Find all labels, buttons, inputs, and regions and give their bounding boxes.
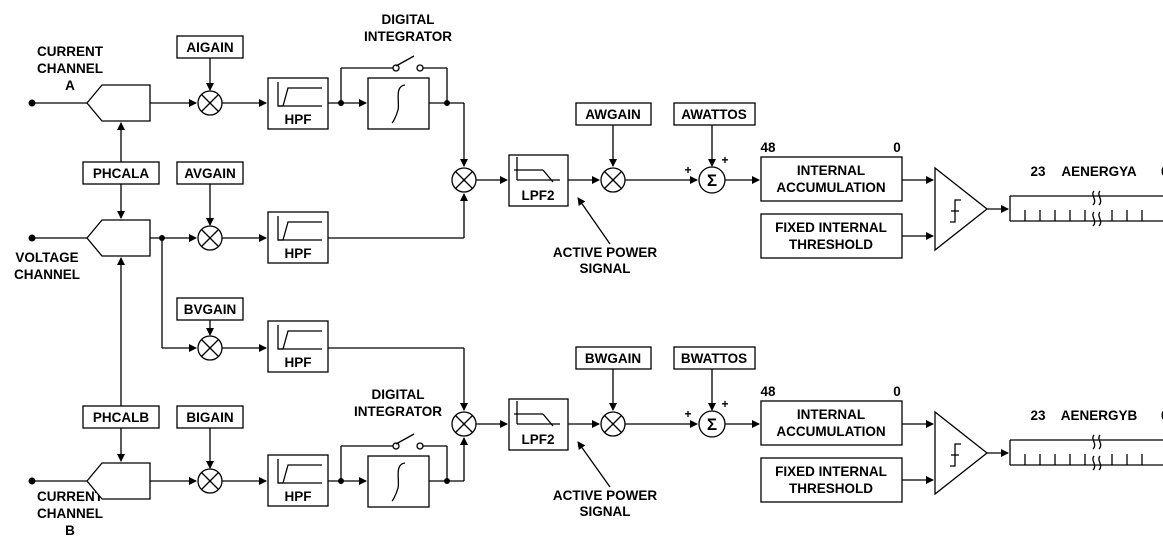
hpf-ib: HPF: [267, 454, 329, 507]
svg-text:LPF2: LPF2: [521, 432, 554, 447]
voltage-channel-label: VOLTAGE CHANNEL: [14, 250, 80, 282]
integrator-block-a: [367, 77, 430, 130]
wgain-multiplier-b: [600, 411, 626, 437]
active-power-signal-a-label: ACTIVE POWER SIGNAL: [553, 245, 658, 276]
svg-text:Σ: Σ: [707, 415, 717, 434]
svg-text:SIGNAL: SIGNAL: [579, 261, 630, 276]
bvgain-label: BVGAIN: [184, 302, 237, 317]
aenergyb-register: [1009, 434, 1163, 471]
bwattos-register: [673, 346, 756, 370]
wgain-multiplier-a: [600, 167, 626, 193]
multiplier-ib: [197, 468, 223, 494]
input-terminals: [28, 99, 87, 485]
accum-a-lsb: 0: [893, 140, 901, 155]
digital-integrator-b-label: DIGITAL INTEGRATOR: [354, 387, 442, 419]
svg-text:DIGITAL: DIGITAL: [382, 12, 435, 27]
multiplier-vb: [197, 335, 223, 361]
svg-text:FIXED INTERNAL: FIXED INTERNAL: [775, 464, 887, 479]
current-channel-a-label: CURRENT CHANNEL A: [37, 44, 104, 93]
accum-a-msb: 48: [760, 140, 776, 155]
integrator-switch-a: [395, 55, 415, 67]
awattos-label: AWATTOS: [681, 107, 747, 122]
summer-a: Σ: [698, 166, 726, 194]
svg-text:Σ: Σ: [707, 171, 717, 190]
energy-a-name: AENERGYA: [1061, 164, 1137, 179]
svg-text:CURRENT: CURRENT: [37, 44, 104, 59]
multiplier-ia: [197, 90, 223, 116]
svg-text:ACCUMULATION: ACCUMULATION: [776, 180, 885, 195]
integrator-switch-b: [395, 433, 415, 445]
adc-v-shape: [86, 219, 151, 257]
plus-sign-a1: +: [684, 163, 691, 177]
hpf-vb: HPF: [267, 320, 329, 373]
plus-sign-a2: +: [721, 153, 728, 167]
hpf-ia: HPF: [267, 77, 329, 130]
digital-integrator-a-label: DIGITAL INTEGRATOR: [364, 12, 452, 44]
svg-text:A: A: [65, 78, 75, 93]
summer-b: Σ: [698, 410, 726, 438]
bwattos-label: BWATTOS: [681, 351, 747, 366]
lpf2-b: LPF2: [508, 398, 569, 451]
bwgain-label: BWGAIN: [585, 351, 641, 366]
aigain-label: AIGAIN: [186, 40, 233, 55]
svg-text:HPF: HPF: [285, 355, 312, 370]
svg-text:ACCUMULATION: ACCUMULATION: [776, 424, 885, 439]
svg-text:INTEGRATOR: INTEGRATOR: [354, 404, 442, 419]
svg-text:CURRENT: CURRENT: [37, 489, 104, 504]
svg-text:INTEGRATOR: INTEGRATOR: [364, 29, 452, 44]
awattos-register: [673, 102, 756, 126]
svg-text:HPF: HPF: [285, 246, 312, 261]
energy-b-msb: 23: [1030, 408, 1046, 423]
fixed-threshold-b: FIXED INTERNAL THRESHOLD: [760, 457, 903, 503]
bigain-label: BIGAIN: [186, 410, 233, 425]
energy-a-lsb: 0: [1161, 164, 1163, 179]
plus-sign-b1: +: [684, 407, 691, 421]
svg-text:CHANNEL: CHANNEL: [14, 267, 80, 282]
integrator-block-b: [367, 455, 430, 508]
svg-text:HPF: HPF: [285, 489, 312, 504]
svg-text:LPF2: LPF2: [521, 188, 554, 203]
multiplier-va: [197, 225, 223, 251]
accum-b-lsb: 0: [893, 384, 901, 399]
avgain-label: AVGAIN: [184, 166, 236, 181]
comparator-b: [934, 410, 989, 496]
svg-text:ACTIVE POWER: ACTIVE POWER: [553, 245, 658, 260]
energy-b-name: AENERGYB: [1061, 408, 1138, 423]
svg-text:DIGITAL: DIGITAL: [372, 387, 425, 402]
current-channel-b-label: CURRENT CHANNEL B: [37, 489, 104, 538]
adc-a-shape: [86, 84, 151, 122]
fixed-threshold-a: FIXED INTERNAL THRESHOLD: [760, 213, 903, 259]
svg-text:INTERNAL: INTERNAL: [797, 407, 865, 422]
svg-text:FIXED INTERNAL: FIXED INTERNAL: [775, 220, 887, 235]
comparator-a: [934, 166, 989, 252]
power-multiplier-a: [451, 167, 477, 193]
energy-b-lsb: 0: [1161, 408, 1163, 423]
internal-accumulation-a: INTERNAL ACCUMULATION: [760, 156, 903, 202]
power-multiplier-b: [451, 411, 477, 437]
active-power-signal-b-label: ACTIVE POWER SIGNAL: [553, 488, 658, 519]
internal-accumulation-b: INTERNAL ACCUMULATION: [760, 400, 903, 446]
svg-text:CHANNEL: CHANNEL: [37, 61, 103, 76]
accum-b-msb: 48: [760, 384, 776, 399]
svg-text:B: B: [65, 523, 75, 538]
svg-text:HPF: HPF: [285, 112, 312, 127]
energy-a-msb: 23: [1030, 164, 1046, 179]
svg-text:ACTIVE POWER: ACTIVE POWER: [553, 488, 658, 503]
svg-text:SIGNAL: SIGNAL: [579, 504, 630, 519]
aenergya-register: [1009, 190, 1163, 227]
svg-text:THRESHOLD: THRESHOLD: [789, 237, 873, 252]
hpf-va: HPF: [267, 211, 329, 264]
phcala-label: PHCALA: [93, 166, 149, 181]
lpf2-a: LPF2: [508, 154, 569, 207]
svg-text:CHANNEL: CHANNEL: [37, 506, 103, 521]
svg-text:INTERNAL: INTERNAL: [797, 163, 865, 178]
awgain-label: AWGAIN: [585, 107, 641, 122]
phcalb-label: PHCALB: [93, 410, 149, 425]
svg-text:VOLTAGE: VOLTAGE: [15, 250, 78, 265]
svg-text:THRESHOLD: THRESHOLD: [789, 481, 873, 496]
plus-sign-b2: +: [721, 397, 728, 411]
